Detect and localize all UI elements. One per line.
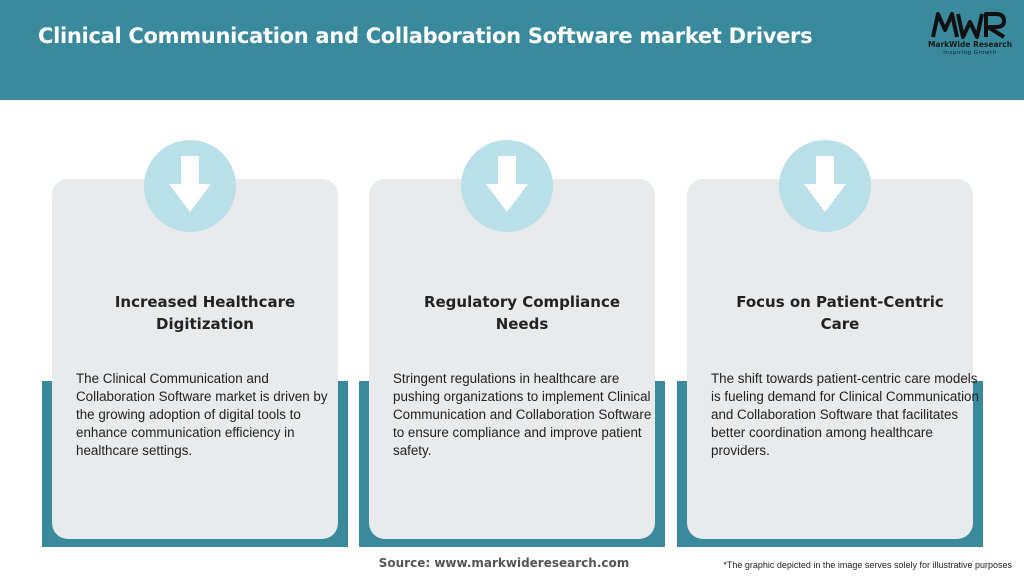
arrow-down-icon xyxy=(169,156,211,212)
card-title: Increased Healthcare Digitization xyxy=(114,293,296,333)
icon-badge xyxy=(779,140,871,232)
card-description: The shift towards patient-centric care m… xyxy=(711,371,979,458)
arrow-down-icon xyxy=(804,156,846,212)
markwide-logo: MarkWide Research Inspiring Growth xyxy=(924,10,1016,60)
card-title: Regulatory Compliance Needs xyxy=(423,293,621,333)
page-title: Clinical Communication and Collaboration… xyxy=(38,24,813,48)
driver-card-3: Focus on Patient-Centric Care The shift … xyxy=(677,140,983,548)
card-panel: Focus on Patient-Centric Care The shift … xyxy=(687,179,979,539)
card-panel: Increased Healthcare Digitization The Cl… xyxy=(52,179,338,539)
header-banner: Clinical Communication and Collaboration… xyxy=(0,0,1024,100)
logo-company-name: MarkWide Research xyxy=(927,40,1013,49)
icon-badge xyxy=(144,140,236,232)
disclaimer-note: *The graphic depicted in the image serve… xyxy=(723,560,1012,570)
icon-badge xyxy=(461,140,553,232)
arrow-down-icon xyxy=(486,156,528,212)
card-title: Focus on Patient-Centric Care xyxy=(736,293,944,333)
logo-tagline: Inspiring Growth xyxy=(943,50,997,56)
card-description: Stringent regulations in healthcare are … xyxy=(393,371,652,458)
source-credit: Source: www.markwideresearch.com xyxy=(378,556,630,570)
card-description: The Clinical Communication and Collabora… xyxy=(76,371,328,458)
mwr-logo-mark-icon xyxy=(931,12,1006,39)
driver-card-1: Increased Healthcare Digitization The Cl… xyxy=(42,140,348,548)
card-panel: Regulatory Compliance Needs Stringent re… xyxy=(369,179,655,539)
driver-card-2: Regulatory Compliance Needs Stringent re… xyxy=(359,140,665,548)
